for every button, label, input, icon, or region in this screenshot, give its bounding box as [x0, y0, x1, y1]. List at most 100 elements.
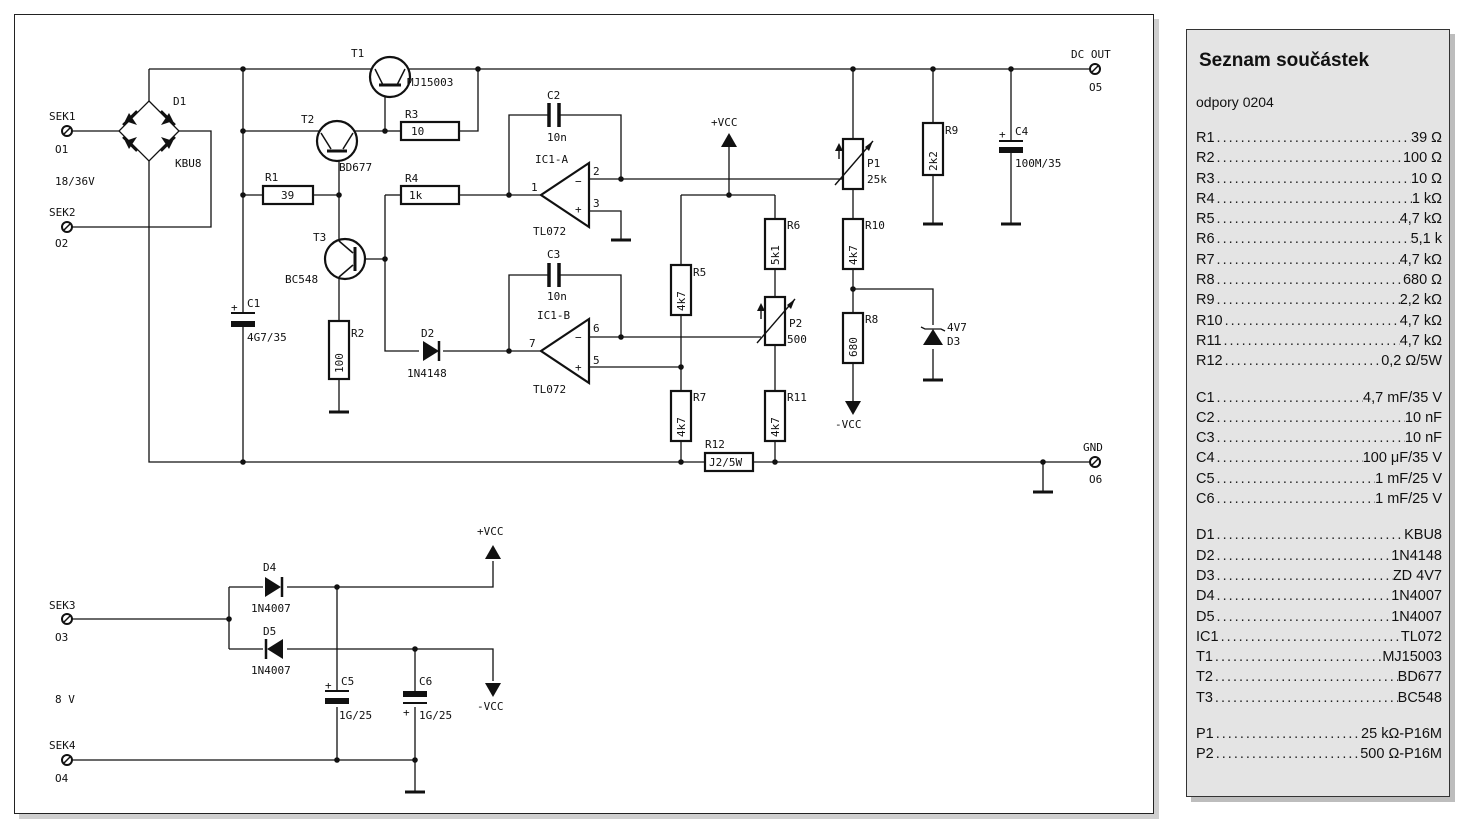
c6-plus: +	[403, 706, 410, 719]
resistor-r9: 2k2 R9	[921, 121, 958, 177]
circuit-schematic: SEK1 O1 SEK2 O2 18/36V SEK3 O3 SEK4 O4 8…	[49, 47, 1111, 794]
leader-dots	[1215, 450, 1363, 466]
part-value: TL072	[1400, 628, 1442, 645]
leader-dots	[1215, 548, 1392, 564]
capacitor-c3: C3 10n	[541, 248, 567, 303]
leader-dots	[1215, 410, 1405, 426]
p1-value: 25k	[867, 173, 887, 186]
kbu8-label: KBU8	[175, 157, 202, 170]
part-ref: D3	[1196, 567, 1215, 584]
r8-value: 680	[847, 337, 860, 357]
part-value: 4,7 kΩ	[1399, 332, 1442, 349]
part-value: 1N4007	[1391, 608, 1442, 625]
resistor-r7: 4k7 R7	[669, 389, 706, 443]
p2-label: P2	[789, 317, 802, 330]
schematic-panel: SEK1 O1 SEK2 O2 18/36V SEK3 O3 SEK4 O4 8…	[14, 14, 1154, 814]
leader-dots	[1223, 313, 1400, 329]
parts-row: R74,7 kΩ	[1196, 252, 1442, 272]
ic1a-type: TL072	[533, 225, 566, 238]
parts-row: R2100 Ω	[1196, 150, 1442, 170]
leader-dots	[1215, 231, 1411, 247]
part-ref: C1	[1196, 389, 1215, 406]
sek3-label: SEK3	[49, 599, 76, 612]
leader-dots	[1214, 726, 1361, 742]
zener-diode-d3: 4V7 D3	[920, 321, 967, 348]
r12-label: R12	[705, 438, 725, 451]
parts-row: R6 5,1 k	[1196, 231, 1442, 251]
parts-row: R11 4,7 kΩ	[1196, 333, 1442, 353]
o4-label: O4	[55, 772, 69, 785]
part-value: 2,2 kΩ	[1399, 292, 1442, 309]
bridge-rectifier-d1: D1 KBU8	[118, 95, 202, 170]
leader-dots	[1215, 390, 1363, 406]
part-value: 4,7 kΩ	[1399, 211, 1442, 228]
d3-value: 4V7	[947, 321, 967, 334]
parts-row: C14,7 mF/35 V	[1196, 390, 1442, 410]
supply-pvcc-main: +VCC	[711, 116, 738, 147]
leader-dots	[1215, 272, 1403, 288]
parts-group: C14,7 mF/35 VC210 nFC310 nFC4100 μF/35 V…	[1196, 390, 1442, 512]
parts-group: R139 ΩR2100 ΩR310 ΩR41 kΩR54,7 kΩR65,1 k…	[1196, 130, 1442, 374]
c6-value: 1G/25	[419, 709, 452, 722]
resistor-r3: 10 R3	[399, 108, 461, 142]
o1-label: O1	[55, 143, 68, 156]
p1-label: P1	[867, 157, 880, 170]
diode-d4: D4 1N4007	[251, 561, 291, 615]
part-ref: R11	[1196, 332, 1222, 349]
part-value: 25 kΩ-P16M	[1361, 726, 1442, 743]
leader-dots	[1215, 430, 1405, 446]
ic1a-pin1: 1	[531, 181, 538, 194]
part-ref: R8	[1196, 272, 1215, 289]
part-value: 1 mF/25 V	[1375, 491, 1442, 508]
part-value: 39 Ω	[1411, 130, 1442, 146]
dc-out-label: DC OUT	[1071, 48, 1111, 61]
parts-row: R41 kΩ	[1196, 191, 1442, 211]
r10-value: 4k7	[847, 245, 860, 265]
p2-value: 500	[787, 333, 807, 346]
c1-label: C1	[247, 297, 260, 310]
o3-label: O3	[55, 631, 68, 644]
r9-value: 2k2	[927, 151, 940, 171]
resistor-r10: 4k7 R10	[841, 217, 885, 271]
t1-label: T1	[351, 47, 364, 60]
c3-label: C3	[547, 248, 560, 261]
part-value: 4,7 kΩ	[1399, 312, 1442, 329]
transistor-t2: T2 BD677	[301, 113, 372, 174]
ic1a-label: IC1-A	[535, 153, 568, 166]
parts-row: R104,7 kΩ	[1196, 313, 1442, 333]
leader-dots	[1215, 527, 1405, 543]
supply-nvcc-main: -VCC	[835, 401, 862, 431]
opamp-ic1-a: − + 1 2 3 IC1-A TL072	[531, 153, 600, 238]
parts-row: D3ZD 4V7	[1196, 568, 1442, 588]
resistor-r6: 5k1 R6	[763, 217, 800, 271]
parts-list-subtitle: odpory 0204	[1196, 94, 1274, 110]
r7-label: R7	[693, 391, 706, 404]
supply-pvcc-aux: +VCC	[477, 525, 504, 559]
parts-group: D1KBU8D21N4148D3ZD 4V7D41N4007D51N4007IC…	[1196, 527, 1442, 710]
capacitor-c2: C2 10n	[541, 89, 567, 144]
r8-label: R8	[865, 313, 878, 326]
leader-dots	[1215, 252, 1400, 268]
ic1b-pin5: 5	[593, 354, 600, 367]
r9-label: R9	[945, 124, 958, 137]
r1-label: R1	[265, 171, 278, 184]
ic1b-plus: +	[575, 361, 582, 374]
d5-label: D5	[263, 625, 276, 638]
capacitor-c5: + C5 1G/25	[325, 675, 372, 722]
part-ref: R6	[1196, 231, 1215, 248]
r6-value: 5k1	[769, 245, 782, 265]
part-value: 5,1 k	[1410, 231, 1442, 248]
bd677-label: BD677	[339, 161, 372, 174]
parts-row: C51 mF/25 V	[1196, 471, 1442, 491]
leader-dots	[1222, 333, 1400, 349]
ic1b-minus: −	[575, 331, 582, 344]
part-ref: R12	[1196, 353, 1223, 370]
